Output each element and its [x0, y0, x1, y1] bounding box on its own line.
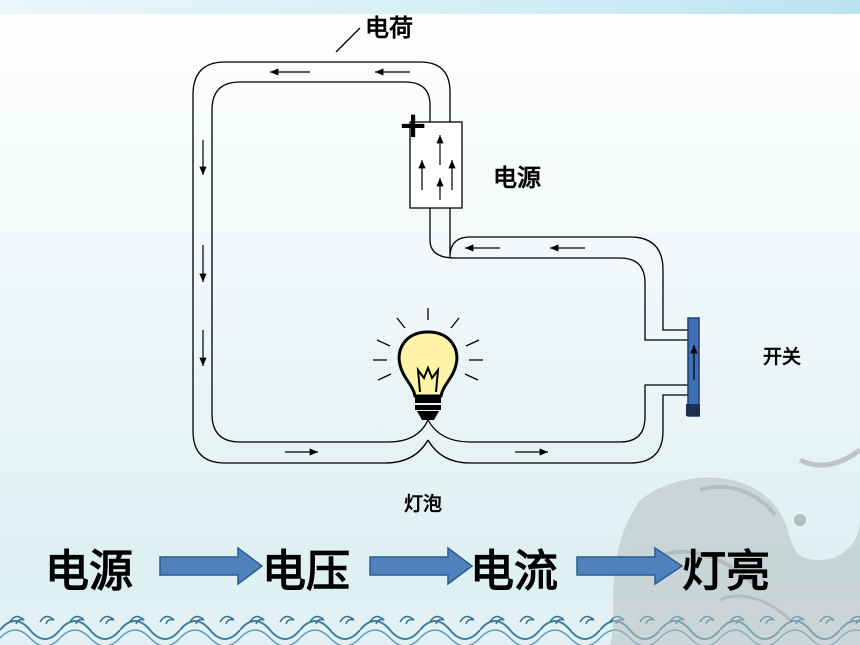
- power-source-label: 电源: [493, 164, 541, 192]
- wire-inner-right: [427, 384, 690, 443]
- flow-step-current: 电流: [470, 546, 558, 597]
- charge-leader-line: [335, 27, 361, 53]
- wire-inner-right-upper: [429, 208, 690, 341]
- plus-sign: +: [398, 105, 428, 146]
- wire-outer: [192, 61, 451, 464]
- flow-arrow-3: [576, 546, 684, 586]
- lightbulb-icon: [373, 308, 483, 420]
- charge-label: 电荷: [365, 14, 413, 42]
- flow-step-source: 电源: [45, 546, 133, 597]
- wire-right-upper: [449, 208, 690, 331]
- flow-arrow-1: [159, 546, 264, 586]
- top-banner: [0, 0, 860, 14]
- flow-step-light-on: 灯亮: [682, 546, 770, 597]
- wire-inner: [211, 81, 431, 443]
- flow-step-voltage: 电压: [262, 546, 350, 597]
- switch-label: 开关: [763, 346, 802, 368]
- wire-outer-right: [427, 394, 690, 464]
- flow-arrow-2: [369, 546, 474, 586]
- bulb-label: 灯泡: [404, 493, 443, 515]
